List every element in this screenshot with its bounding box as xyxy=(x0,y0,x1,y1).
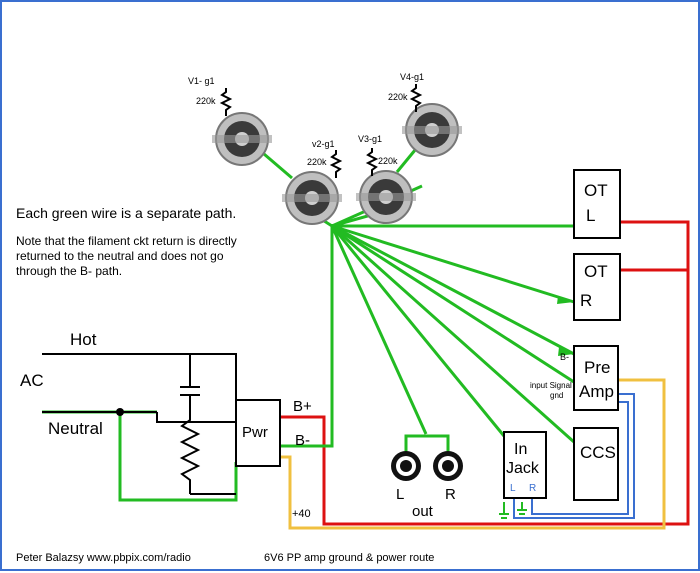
injack-line2: Jack xyxy=(506,460,540,477)
v4-label: V4-g1 xyxy=(400,72,424,82)
ground-main xyxy=(280,224,334,448)
v4-resistor-label: 220k xyxy=(388,92,408,102)
neutral-junction xyxy=(116,408,124,416)
plus40-wire xyxy=(280,378,666,530)
injack-box xyxy=(503,431,547,499)
v3-resistor-label: 220k xyxy=(378,156,398,166)
footer-author: Peter Balazsy www.pbpix.com/radio xyxy=(16,552,191,564)
jack-r-wire xyxy=(531,401,629,515)
plus40-label: +40 xyxy=(292,508,311,520)
output-jack-right xyxy=(433,451,463,481)
jack-l-wire xyxy=(513,393,635,519)
otr-line2: R xyxy=(580,291,592,310)
preamp-bminus: B- xyxy=(560,352,569,362)
tube-socket-v1 xyxy=(212,112,272,166)
arrow-otr xyxy=(557,296,574,304)
hot-label: Hot xyxy=(70,330,97,349)
injack-l: L xyxy=(510,483,516,494)
ccs-label: CCS xyxy=(580,443,616,462)
v1-label: V1- g1 xyxy=(188,76,215,86)
out-right-label: R xyxy=(445,486,456,503)
v2-resistor-label: 220k xyxy=(307,157,327,167)
ac-lines xyxy=(42,353,237,495)
ccs-box xyxy=(573,427,619,501)
pwr-label: Pwr xyxy=(242,424,268,441)
otl-bplus-wire xyxy=(620,220,690,270)
footer-title: 6V6 PP amp ground & power route xyxy=(264,552,434,564)
note-line-2: Note that the filament ckt return is dir… xyxy=(16,234,237,248)
preamp-line2: Amp xyxy=(579,382,614,401)
output-jack-left xyxy=(391,451,421,481)
note-line-1: Each green wire is a separate path. xyxy=(16,205,236,221)
out-left-label: L xyxy=(396,486,404,503)
otl-line2: L xyxy=(586,206,595,225)
ac-label: AC xyxy=(20,371,44,390)
neutral-label: Neutral xyxy=(48,419,103,438)
preamp-box xyxy=(573,345,619,411)
tube-socket-v3 xyxy=(356,170,416,224)
arrow-preamp xyxy=(558,347,574,356)
v3-resistor xyxy=(365,148,379,176)
otr-box xyxy=(573,253,621,321)
tube-socket-v4 xyxy=(402,103,462,157)
v4-resistor xyxy=(409,84,423,112)
bplus-label: B+ xyxy=(293,398,312,415)
bminus-label: B- xyxy=(295,432,310,449)
bplus-wire xyxy=(280,268,690,526)
note-line-3: returned to the neutral and does not go xyxy=(16,249,224,263)
v3-label: V3-g1 xyxy=(358,134,382,144)
preamp-line1: Pre xyxy=(584,358,610,377)
grid-resistors xyxy=(219,84,423,178)
v2-resistor xyxy=(329,150,343,178)
injack-r: R xyxy=(529,483,536,494)
tube-socket-v2 xyxy=(282,171,342,225)
out-label: out xyxy=(412,503,434,520)
otl-line1: OT xyxy=(584,181,608,200)
v2-label: v2-g1 xyxy=(312,139,335,149)
note-line-4: through the B- path. xyxy=(16,264,122,278)
preamp-input1: input Signal xyxy=(530,381,572,390)
otl-box xyxy=(573,169,621,239)
jack-ground-symbols xyxy=(499,502,527,519)
preamp-input2: gnd xyxy=(550,391,563,400)
v1-resistor-label: 220k xyxy=(196,96,216,106)
injack-line1: In xyxy=(514,441,527,458)
otr-line1: OT xyxy=(584,262,608,281)
v1-resistor xyxy=(219,88,233,116)
pwr-box xyxy=(235,399,281,467)
